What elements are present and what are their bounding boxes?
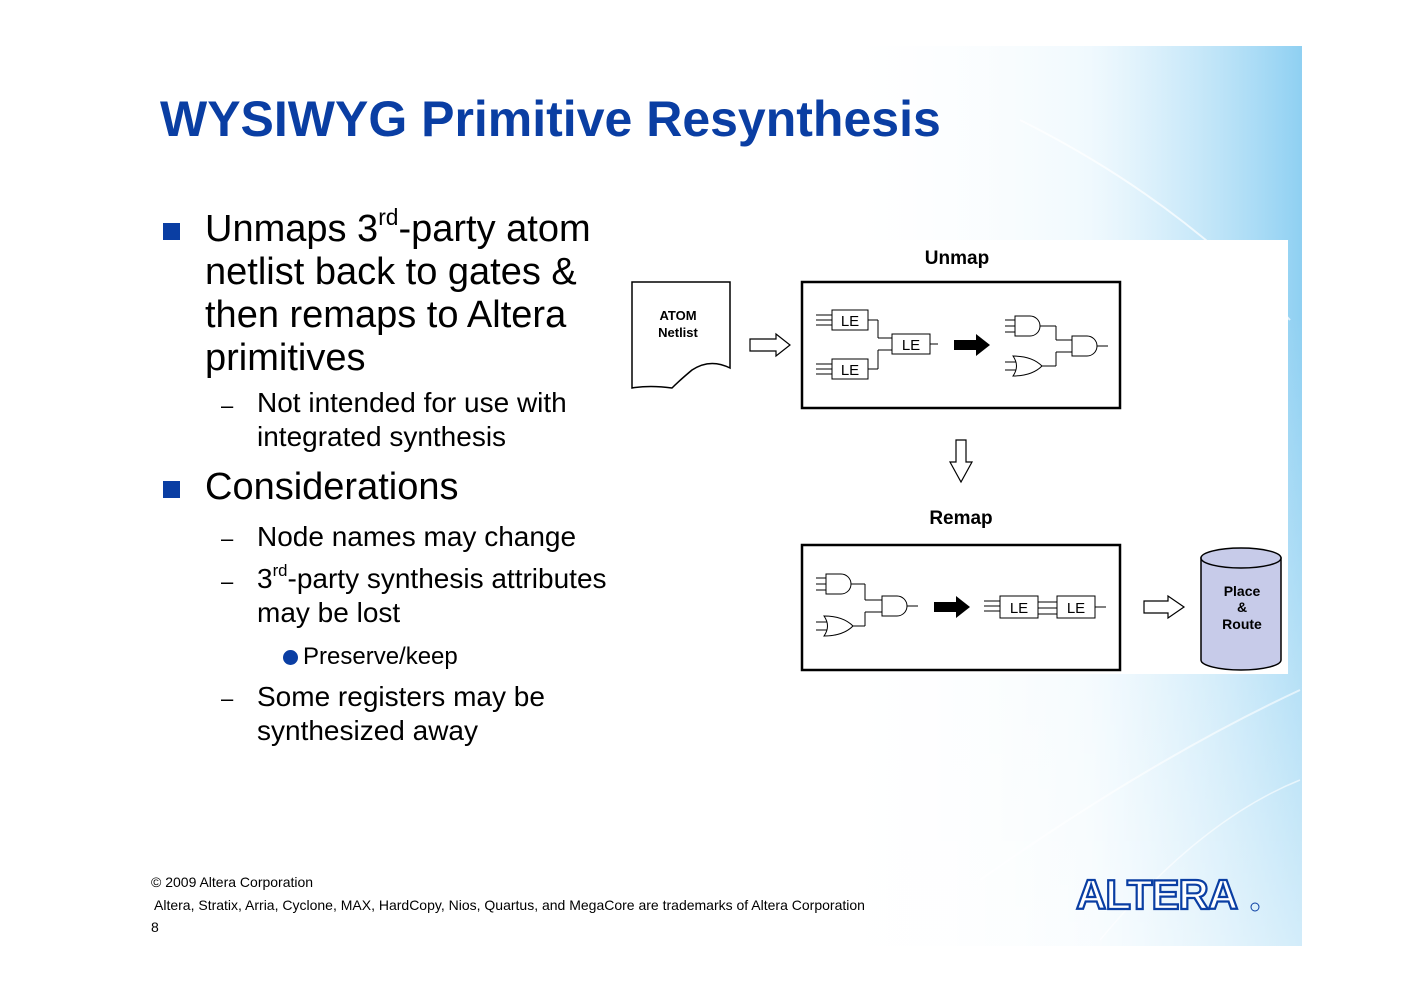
atom-netlist-document	[631, 281, 731, 389]
netlist-label: Netlist	[658, 325, 698, 340]
sub-bullet-registers: Some registers may be synthesized away	[257, 680, 545, 748]
hollow-arrow-right-icon-2	[1143, 594, 1186, 620]
unmap-label: Unmap	[925, 248, 989, 269]
solid-arrow-icon-2	[934, 596, 970, 618]
atom-label: ATOM	[659, 308, 696, 323]
le-label-4: LE	[1010, 600, 1028, 617]
bullet-1-line-2: netlist back to gates &	[205, 251, 577, 293]
bullet-1-superscript: rd	[378, 204, 399, 231]
sub-bullet-node-names: Node names may change	[257, 521, 577, 552]
le-label-2: LE	[841, 362, 859, 379]
sub-3-line-1: Some registers may be	[257, 681, 545, 712]
le-label-1: LE	[841, 313, 859, 330]
bullet-considerations: Considerations	[205, 466, 459, 508]
remap-label: Remap	[929, 508, 992, 529]
dot-marker	[283, 650, 298, 665]
unmap-le-blocks	[816, 309, 938, 380]
sub-1-line-1: Not intended for use with	[257, 387, 567, 418]
bullet-square-2	[163, 481, 180, 498]
registered-mark-icon	[1250, 902, 1260, 912]
footer-copyright: © 2009 Altera Corporation	[151, 874, 314, 890]
sub-bullet-not-intended: Not intended for use with integrated syn…	[257, 386, 567, 454]
dot-bullet-preserve: Preserve/keep	[283, 643, 458, 671]
dash-2: –	[221, 526, 234, 551]
bullet-square-1	[163, 223, 180, 240]
le-label-5: LE	[1067, 600, 1085, 617]
remap-le-blocks	[984, 595, 1106, 619]
place-label: Place	[1224, 583, 1261, 599]
sub-2-line-2: may be lost	[257, 597, 401, 628]
dot-bullet-text: Preserve/keep	[303, 643, 458, 670]
page-title: WYSIWYG Primitive Resynthesis	[160, 91, 941, 147]
sub-2-superscript: rd	[272, 560, 288, 580]
route-label: Route	[1222, 616, 1262, 632]
sub-2-text-pre: 3	[257, 563, 273, 594]
sub-1-line-2: integrated synthesis	[257, 421, 507, 452]
bullet-1-text-post: -party atom	[398, 208, 591, 250]
resynthesis-diagram: Unmap ATOM Netlist LE LE LE Remap	[620, 240, 1288, 674]
hollow-arrow-right-icon	[749, 332, 791, 358]
dash-1: –	[221, 393, 234, 418]
le-label-3: LE	[902, 337, 920, 354]
solid-arrow-icon	[954, 334, 990, 356]
place-route-cylinder	[1200, 547, 1282, 671]
sub-3-line-2: synthesized away	[257, 715, 479, 746]
remap-gates	[816, 573, 918, 637]
hollow-arrow-down-icon	[948, 439, 974, 484]
ampersand-label: &	[1237, 599, 1247, 615]
sub-2-text-post: -party synthesis attributes	[287, 563, 607, 594]
bullet-1-line-3: then remaps to Altera	[205, 294, 567, 336]
dash-4: –	[221, 686, 234, 711]
altera-logo: ALTERA	[1075, 870, 1260, 916]
bullet-unmaps: Unmaps 3rd-party atom netlist back to ga…	[205, 206, 591, 380]
footer-trademarks: Altera, Stratix, Arria, Cyclone, MAX, Ha…	[154, 897, 865, 913]
bullet-1-line-4: primitives	[205, 337, 366, 379]
bullet-1-text-pre: Unmaps 3	[205, 208, 379, 250]
dash-3: –	[221, 569, 234, 594]
footer-page-number: 8	[151, 919, 159, 935]
sub-bullet-attributes: 3rd-party synthesis attributes may be lo…	[257, 562, 607, 630]
unmap-gates	[1005, 315, 1108, 377]
altera-logo-text: ALTERA	[1076, 871, 1238, 916]
